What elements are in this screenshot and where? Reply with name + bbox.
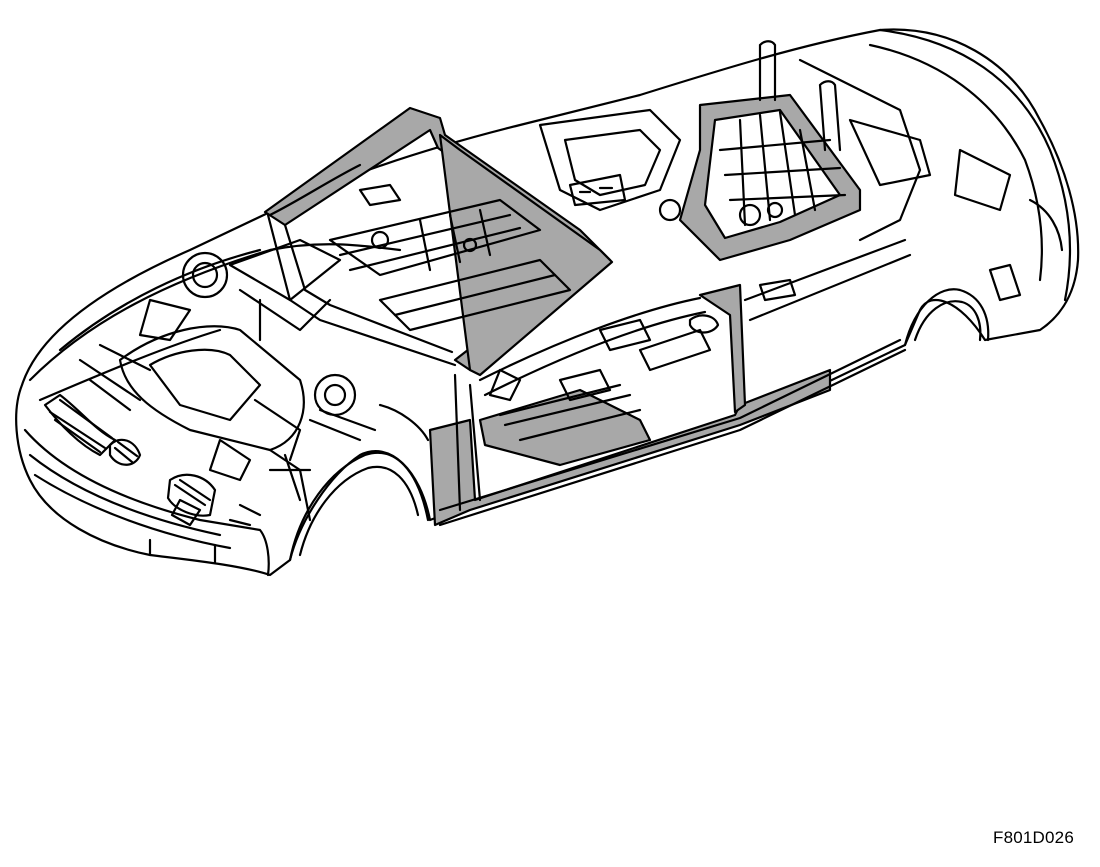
door-sill xyxy=(428,368,832,527)
engine-bay xyxy=(118,325,305,452)
figure-id-label: F801D026 xyxy=(993,828,1074,847)
roll-bar xyxy=(758,40,777,102)
front-wheel-arch xyxy=(288,451,430,562)
a-pillar xyxy=(438,133,614,377)
body-outline xyxy=(15,28,1080,577)
rear-quarter xyxy=(878,28,1072,302)
hood-line xyxy=(28,243,402,382)
rear-wheel-arch xyxy=(903,288,990,347)
b-pillar xyxy=(698,283,747,414)
grille xyxy=(43,393,117,457)
headlight xyxy=(166,473,217,517)
front-bumper xyxy=(23,428,270,577)
